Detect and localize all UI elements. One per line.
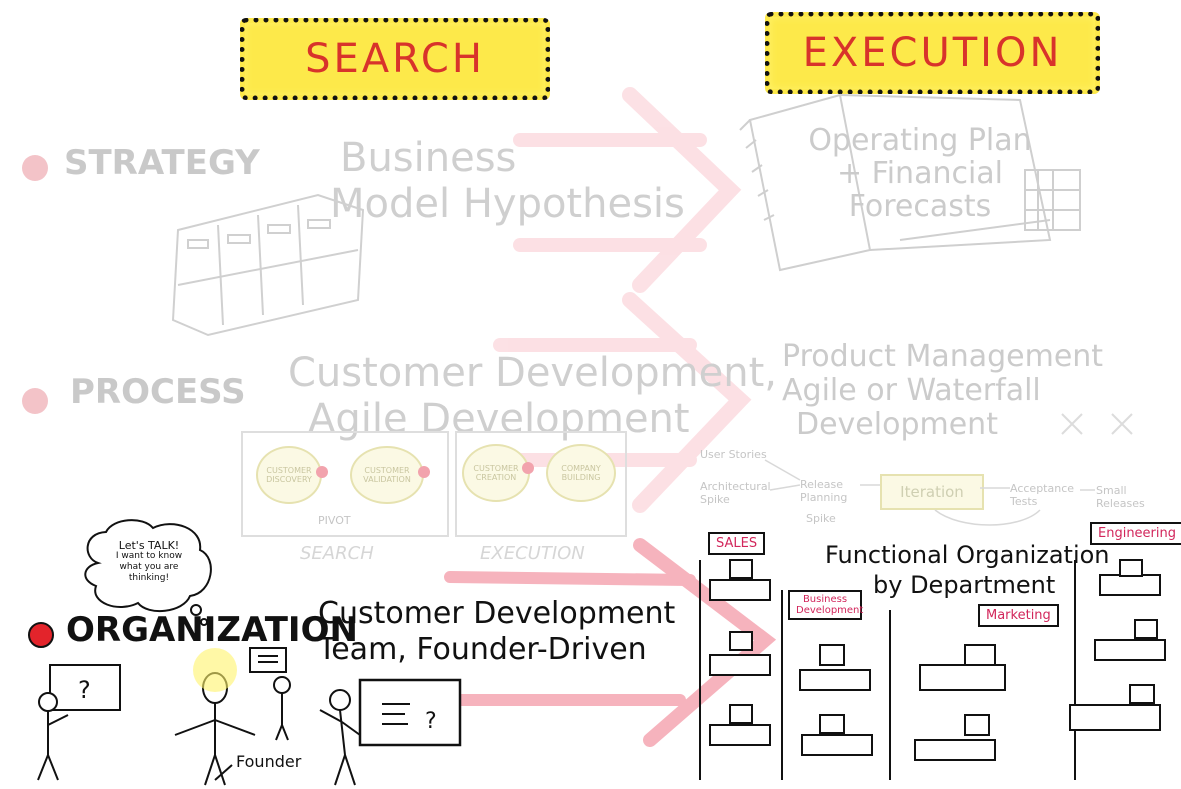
cycle-caption-search: SEARCH bbox=[300, 543, 374, 564]
process-search-text: Customer Development, Agile Development bbox=[288, 350, 777, 442]
flow-iteration-label: Iteration bbox=[900, 483, 964, 501]
flow-user-stories: User Stories bbox=[700, 448, 767, 461]
flow-spike: Spike bbox=[806, 512, 836, 525]
flow-arrows bbox=[764, 459, 1095, 526]
cycle-step-customer-creation: CUSTOMER CREATION bbox=[462, 444, 530, 502]
organization-search-line-2: Team, Founder-Driven bbox=[318, 632, 647, 667]
strategy-execution-text: Operating Plan + Financial Forecasts bbox=[800, 124, 1040, 223]
cycle-caption-execution: EXECUTION bbox=[480, 543, 585, 564]
thought-cloud bbox=[84, 519, 212, 626]
organization-search-text: Customer Development Team, Founder-Drive… bbox=[318, 596, 675, 668]
thought-line-4: thinking! bbox=[128, 573, 170, 583]
operating-plan-notebook-sketch bbox=[739, 93, 1081, 272]
thought-line-3: what you are bbox=[119, 562, 179, 572]
organization-label: ORGANIZATION bbox=[66, 610, 358, 650]
organization-execution-line-1: Functional Organization bbox=[825, 541, 1110, 569]
department-engineering-label: Engineering bbox=[1098, 526, 1176, 541]
process-execution-line-3: Development bbox=[796, 407, 998, 442]
organization-arrow bbox=[444, 538, 777, 747]
department-marketing-label: Marketing bbox=[986, 608, 1051, 623]
department-sales: SALES bbox=[708, 532, 766, 555]
cycle-step-customer-validation: CUSTOMER VALIDATION bbox=[350, 446, 424, 504]
svg-text:?: ? bbox=[425, 709, 437, 734]
cycle-step-3-label: CUSTOMER CREATION bbox=[473, 464, 519, 482]
strategy-execution-line-3: Forecasts bbox=[848, 189, 992, 224]
department-business-development: Business Development bbox=[788, 590, 864, 620]
department-business-development-label: Business Development bbox=[796, 594, 864, 616]
flow-acceptance-tests: Acceptance Tests bbox=[1010, 482, 1075, 508]
cycle-step-company-building: COMPANY BUILDING bbox=[546, 444, 616, 502]
execution-header-label: EXECUTION bbox=[802, 30, 1063, 76]
strategy-label: STRATEGY bbox=[64, 143, 260, 183]
flow-small-releases: Small Releases bbox=[1096, 484, 1145, 510]
process-search-line-1: Customer Development, bbox=[288, 350, 778, 396]
strategy-search-line-2: Model Hypothesis bbox=[330, 181, 685, 227]
cycle-connector-2 bbox=[418, 466, 430, 478]
cycle-step-customer-discovery: CUSTOMER DISCOVERY bbox=[256, 446, 322, 504]
strategy-search-line-1: Business bbox=[340, 135, 517, 181]
thought-bubble-text: Let's TALK! I want to know what you are … bbox=[94, 540, 204, 584]
department-sales-label: SALES bbox=[716, 536, 758, 551]
organization-execution-text: Functional Organization by Department bbox=[825, 540, 1110, 600]
organization-dot bbox=[28, 622, 54, 648]
organization-execution-line-2: by Department bbox=[873, 571, 1056, 599]
strategy-execution-line-2: + Financial bbox=[836, 156, 1004, 191]
department-marketing: Marketing bbox=[978, 604, 1059, 627]
strategy-dot bbox=[22, 155, 48, 181]
strategy-arrow bbox=[513, 87, 742, 293]
cycle-step-1-label: CUSTOMER DISCOVERY bbox=[266, 466, 312, 484]
pivot-label: PIVOT bbox=[318, 514, 351, 527]
cycle-step-2-label: CUSTOMER VALIDATION bbox=[363, 466, 411, 484]
strategy-execution-line-1: Operating Plan bbox=[808, 123, 1032, 158]
founder-team-sketch: ? ? bbox=[37, 647, 462, 786]
organization-search-line-1: Customer Development bbox=[318, 596, 676, 631]
search-header: SEARCH bbox=[240, 18, 550, 100]
thought-line-2: I want to know bbox=[115, 551, 183, 561]
business-model-canvas-sketch bbox=[171, 193, 365, 337]
flow-architectural-spike: Architectural Spike bbox=[700, 480, 771, 506]
cycle-connector-1 bbox=[316, 466, 328, 478]
process-execution-line-1: Product Management bbox=[782, 339, 1104, 374]
founder-label: Founder bbox=[236, 752, 302, 771]
execution-header: EXECUTION bbox=[765, 12, 1100, 94]
cycle-connector-3 bbox=[522, 462, 534, 474]
flow-iteration-box: Iteration bbox=[880, 474, 984, 510]
cycle-frames bbox=[241, 431, 627, 537]
strategy-search-text: Business Model Hypothesis bbox=[330, 135, 685, 227]
svg-text:?: ? bbox=[78, 676, 91, 704]
crossed-arrows-icon bbox=[1061, 413, 1133, 435]
department-dividers bbox=[699, 559, 1166, 780]
flow-release-planning: Release Planning bbox=[800, 478, 848, 504]
process-dot bbox=[22, 388, 48, 414]
process-execution-text: Product Management Agile or Waterfall De… bbox=[782, 340, 1103, 442]
process-label: PROCESS bbox=[70, 372, 246, 412]
process-execution-line-2: Agile or Waterfall bbox=[782, 373, 1041, 408]
thought-line-1: Let's TALK! bbox=[118, 539, 180, 552]
search-header-label: SEARCH bbox=[305, 36, 485, 82]
cycle-step-4-label: COMPANY BUILDING bbox=[561, 464, 601, 482]
department-engineering: Engineering bbox=[1090, 522, 1181, 545]
